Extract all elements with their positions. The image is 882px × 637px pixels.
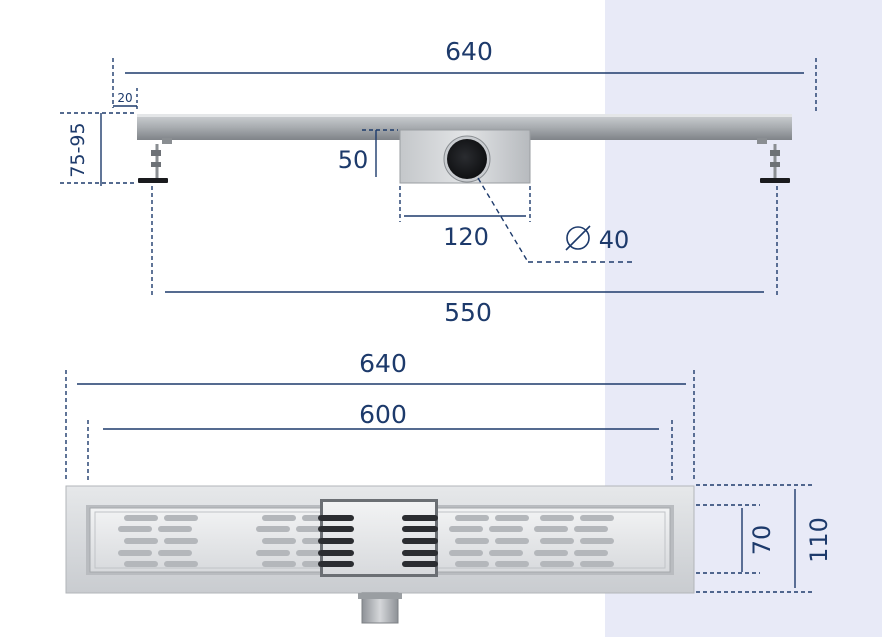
grate-slots	[118, 515, 614, 567]
grate-slot	[318, 515, 354, 521]
grate-slot	[118, 526, 152, 532]
flange-width-label: 20	[117, 91, 132, 105]
grate-slot	[118, 550, 152, 556]
grate-slot	[534, 526, 568, 532]
grate-slot	[318, 561, 354, 567]
grate-slot	[449, 550, 483, 556]
overall-height-label: 110	[805, 517, 833, 563]
grate-slot	[158, 550, 192, 556]
grate-slot	[540, 561, 574, 567]
grate-slot	[256, 550, 290, 556]
height-range-label: 75-95	[67, 122, 89, 177]
grate-slot	[124, 561, 158, 567]
grate-slot	[164, 538, 198, 544]
grate-slot	[540, 538, 574, 544]
grate-slot	[402, 515, 438, 521]
grate-slot	[534, 550, 568, 556]
grate-slot	[164, 561, 198, 567]
outlet-width-label: 120	[443, 223, 489, 251]
grate-slot	[164, 515, 198, 521]
grate-slot	[489, 526, 523, 532]
grate-slot	[318, 526, 354, 532]
grate-slot	[574, 550, 608, 556]
grate-slot	[574, 526, 608, 532]
grate-slot	[580, 538, 614, 544]
grate-slot	[124, 538, 158, 544]
overall-length-label-front: 640	[359, 349, 407, 378]
grate-length-label: 600	[359, 400, 407, 429]
grate-slot	[495, 515, 529, 521]
leg-spacing-label: 550	[444, 298, 492, 327]
grate-slot	[455, 561, 489, 567]
left-leveling-foot	[138, 138, 172, 183]
grate-slot	[318, 538, 354, 544]
grate-slot	[495, 561, 529, 567]
grate-slot	[256, 526, 290, 532]
grate-height-label: 70	[748, 525, 776, 556]
grate-slot	[262, 561, 296, 567]
outlet-height-label: 50	[338, 146, 369, 174]
outlet-diameter-label: 40	[599, 226, 630, 254]
grate-slot	[402, 526, 438, 532]
overall-length-label-top: 640	[445, 37, 493, 66]
grate-slot	[402, 538, 438, 544]
grate-slot	[318, 550, 354, 556]
front-view: 640 600 70 110	[65, 349, 833, 624]
right-leveling-foot	[757, 138, 790, 183]
grate-slot	[262, 538, 296, 544]
grate-slot	[124, 515, 158, 521]
grate-slot	[489, 550, 523, 556]
grate-slot	[449, 526, 483, 532]
grate-slot	[455, 538, 489, 544]
grate-slot	[540, 515, 574, 521]
grate-slot	[580, 515, 614, 521]
grate-slot	[402, 561, 438, 567]
diameter-icon	[565, 225, 591, 251]
grate-slot	[402, 550, 438, 556]
grate-slot	[158, 526, 192, 532]
top-view: 640 20 75-95 50 120 40 550	[60, 37, 817, 327]
grate-slot	[262, 515, 296, 521]
grate-slot	[455, 515, 489, 521]
grate-slot	[495, 538, 529, 544]
grate-slot	[580, 561, 614, 567]
